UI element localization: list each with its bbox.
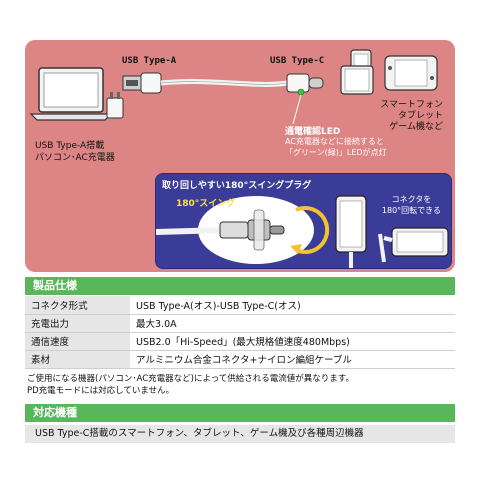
swing-plug-panel: 取り回しやすい180°スイングプラグ 180°スイング コネクタを 180°回転…	[155, 173, 452, 269]
spec-key: 通信速度	[25, 332, 130, 351]
table-row: 充電出力 最大3.0A	[25, 314, 455, 333]
spec-value: USB Type-A(オス)-USB Type-C(オス)	[130, 296, 455, 315]
devices-label: スマートフォン タブレット ゲーム機など	[380, 100, 443, 132]
spec-notes: ご使用になる機器(パソコン･AC充電器など)によって供給される電流値が異なります…	[27, 374, 354, 396]
swing-plug-illustration	[156, 195, 449, 268]
spec-key: 充電出力	[25, 314, 130, 333]
game-console-icon	[384, 55, 438, 91]
cable-diagram	[29, 49, 438, 125]
spec-key: コネクタ形式	[25, 296, 130, 315]
spec-key: 素材	[25, 350, 130, 369]
swing-plug-title: 取り回しやすい180°スイングプラグ	[162, 181, 312, 191]
usb-type-c-label: USB Type-C	[270, 56, 325, 66]
rotate-label: コネクタを 180°回転できる	[381, 195, 441, 215]
swing-plug-icon	[219, 209, 285, 251]
rotate-arrow-icon	[295, 206, 330, 254]
pc-label: USB Type-A搭載 パソコン･AC充電器	[35, 141, 115, 163]
table-row: コネクタ形式 USB Type-A(オス)-USB Type-C(オス)	[25, 296, 455, 315]
table-row: 通信速度 USB2.0「Hi-Speed」(最大規格値速度480Mbps)	[25, 332, 455, 351]
led-description: AC充電器などに接続すると 「グリーン(緑)」LEDが点灯	[285, 137, 387, 157]
phone-landscape-icon	[378, 227, 449, 263]
spec-value: USB2.0「Hi-Speed」(最大規格値速度480Mbps)	[130, 332, 455, 351]
swing-label: 180°スイング	[176, 199, 236, 209]
spec-value: 最大3.0A	[130, 314, 455, 333]
phone-upright-icon	[335, 195, 367, 268]
ac-adapter-icon	[106, 92, 124, 119]
specs-table: コネクタ形式 USB Type-A(オス)-USB Type-C(オス) 充電出…	[25, 296, 455, 369]
usb-c-plug-icon	[286, 73, 324, 96]
feature-illustration-panel: USB Type-A USB Type-C USB Type-A搭載 パソコン･…	[25, 40, 455, 272]
compat-text: USB Type-C搭載のスマートフォン、タブレット、ゲーム機及び各種周辺機器	[25, 425, 455, 443]
tablet-icon	[340, 65, 374, 95]
usb-type-a-label: USB Type-A	[122, 56, 177, 66]
led-title: 通電確認LED	[285, 127, 341, 137]
specs-heading: 製品仕様	[25, 277, 455, 295]
laptop-icon	[29, 67, 113, 121]
usb-a-plug-icon	[122, 72, 162, 94]
spec-value: アルミニウム合金コネクタ+ナイロン編組ケーブル	[130, 350, 455, 369]
table-row: 素材 アルミニウム合金コネクタ+ナイロン編組ケーブル	[25, 350, 455, 369]
compat-heading: 対応機種	[25, 404, 455, 422]
